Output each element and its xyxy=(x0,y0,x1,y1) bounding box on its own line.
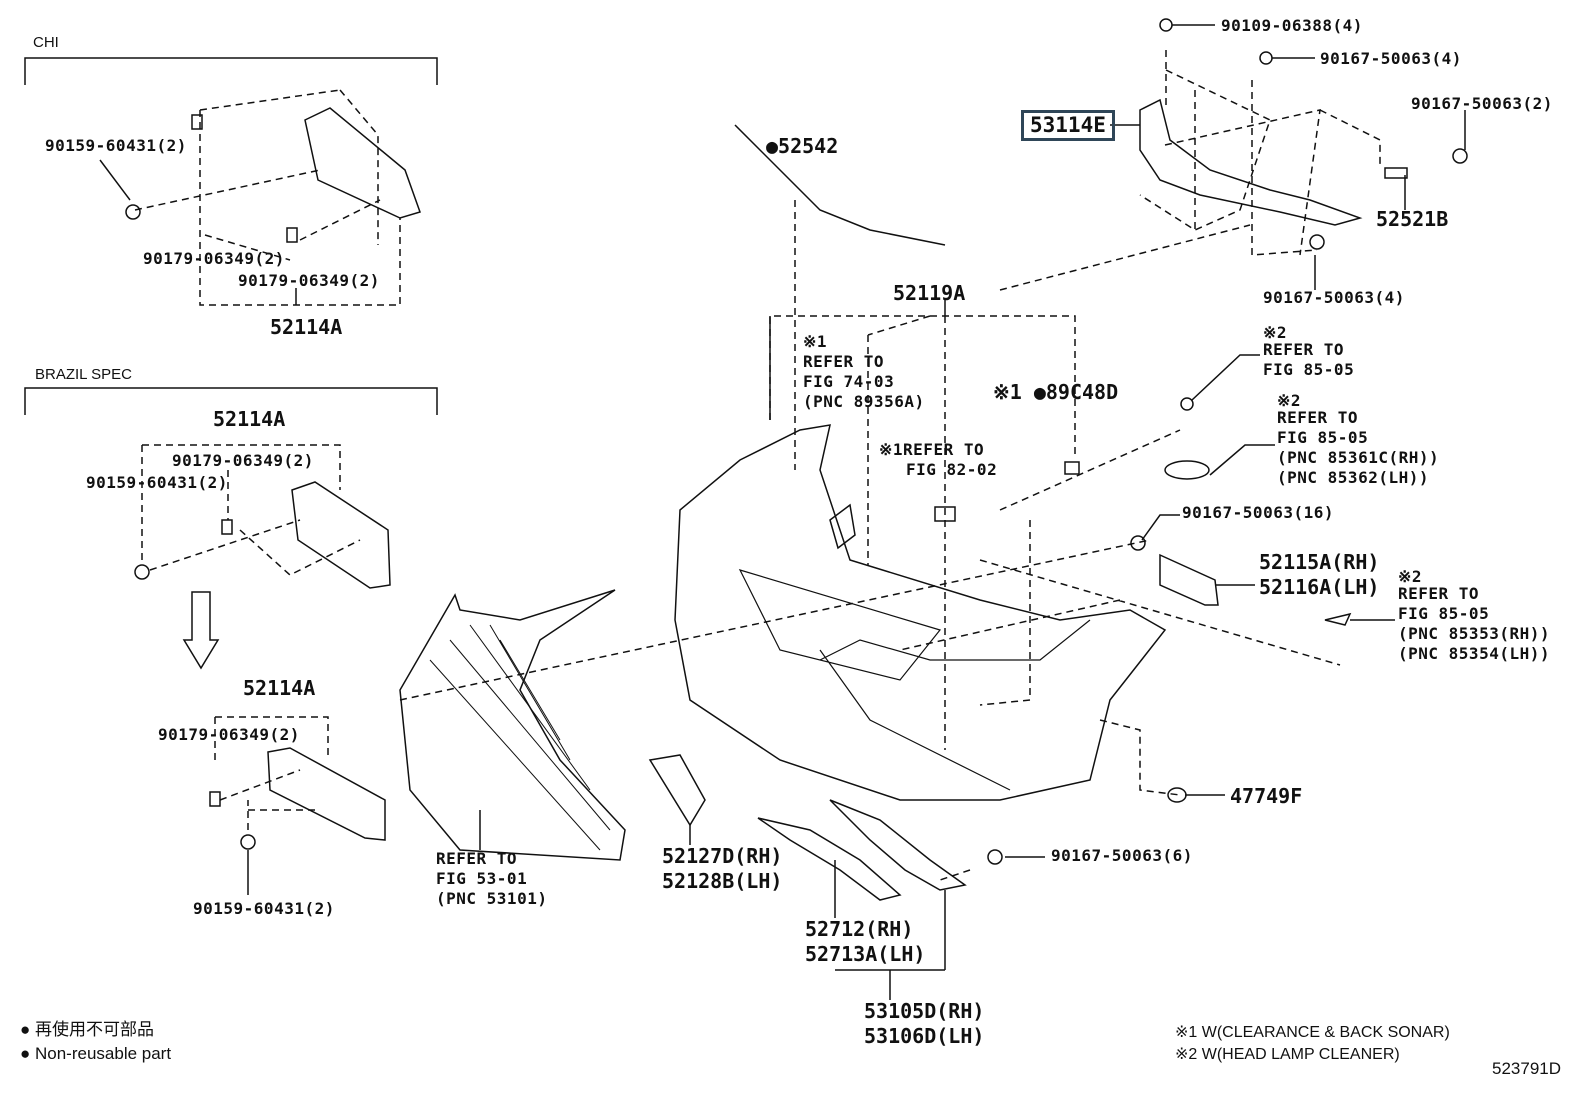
cover-85353 xyxy=(1324,612,1352,626)
part-label-53114E-highlighted[interactable]: 53114E xyxy=(1021,110,1115,141)
part-label-89C48D[interactable]: ※1 ●89C48D xyxy=(993,380,1119,404)
part-label-52521B[interactable]: 52521B xyxy=(1376,207,1449,231)
part-label[interactable]: 90167-50063(16) xyxy=(1182,503,1334,522)
part-label[interactable]: 90167-50063(4) xyxy=(1320,49,1462,68)
part-label[interactable]: 90179-06349(2) xyxy=(172,451,314,470)
part-label[interactable]: 90179-06349(2) xyxy=(158,725,300,744)
part-label[interactable]: 90167-50063(6) xyxy=(1051,846,1193,865)
part-label[interactable]: 90179-06349(2) xyxy=(143,249,285,268)
part-label[interactable]: 90159-60431(2) xyxy=(193,899,335,918)
bolt-icon xyxy=(1452,148,1468,164)
license-bracket-small xyxy=(267,747,386,841)
bolt-icon xyxy=(1180,397,1194,411)
part-label-53105D[interactable]: 53105D(RH)53106D(LH) xyxy=(864,999,985,1048)
clip-icon xyxy=(286,227,298,243)
figure-id: 523791D xyxy=(1492,1059,1562,1078)
part-label[interactable]: 52114A xyxy=(243,676,316,700)
bolt-icon xyxy=(1130,535,1146,551)
footnotes: ※1 W(CLEARANCE & BACK SONAR)※2 W(HEAD LA… xyxy=(1175,1024,1450,1063)
bolt-icon xyxy=(125,204,141,220)
license-bracket-chi xyxy=(304,107,421,219)
clip-47749F xyxy=(1167,787,1187,803)
part-label-52712[interactable]: 52712(RH)52713A(LH) xyxy=(805,917,926,966)
part-label[interactable]: 52114A xyxy=(213,407,286,431)
grille xyxy=(399,589,626,861)
bolt-icon xyxy=(1309,234,1325,250)
part-label[interactable]: 90167-50063(2) xyxy=(1411,94,1553,113)
bumper-cover xyxy=(674,424,1167,801)
washer-nozzle xyxy=(1164,460,1210,480)
bolt-icon xyxy=(134,564,150,580)
license-bracket-brazil xyxy=(291,481,391,589)
part-label[interactable]: 90167-50063(4) xyxy=(1263,288,1405,307)
sensor-bracket xyxy=(934,506,956,522)
sensor-cap xyxy=(829,503,856,550)
part-label-47749F[interactable]: 47749F xyxy=(1230,784,1303,808)
brazil-bracket xyxy=(24,387,438,415)
clip-icon xyxy=(209,791,221,807)
part-label[interactable]: 90159-60431(2) xyxy=(45,136,187,155)
molding-53105 xyxy=(829,799,967,891)
part-label-52115A[interactable]: 52115A(RH)52116A(LH) xyxy=(1259,550,1380,599)
bolt-icon xyxy=(987,849,1003,865)
clip-icon xyxy=(221,519,233,535)
part-label[interactable]: 52114A xyxy=(270,315,343,339)
bolt-icon xyxy=(1259,51,1273,65)
legend: ● 再使用不可部品● Non-reusable part xyxy=(20,1020,172,1063)
molding-52712 xyxy=(757,817,902,901)
bolt-icon xyxy=(1159,18,1173,32)
part-label[interactable]: 90179-06349(2) xyxy=(238,271,380,290)
clip-89C48D xyxy=(1064,461,1080,475)
part-label[interactable]: 90159-60431(2) xyxy=(86,473,228,492)
bolt-icon xyxy=(240,834,256,850)
nut-52521B xyxy=(1384,167,1408,179)
part-label-52119A[interactable]: 52119A xyxy=(893,281,966,305)
reinforcement-53114E xyxy=(1139,98,1363,226)
group-title-chi: CHI xyxy=(33,34,59,51)
retainer-52542 xyxy=(734,124,946,246)
part-label-52127D[interactable]: 52127D(RH)52128B(LH) xyxy=(662,844,783,893)
part-label-52542[interactable]: ●52542 xyxy=(766,134,839,158)
cover-52127D xyxy=(648,754,706,827)
part-label[interactable]: 90109-06388(4) xyxy=(1221,16,1363,35)
arrow-down-icon xyxy=(182,591,220,670)
bracket-52115A xyxy=(1159,553,1219,606)
chi-bracket xyxy=(24,57,438,85)
group-title-brazil: BRAZIL SPEC xyxy=(35,366,132,383)
clip-icon xyxy=(191,114,203,130)
